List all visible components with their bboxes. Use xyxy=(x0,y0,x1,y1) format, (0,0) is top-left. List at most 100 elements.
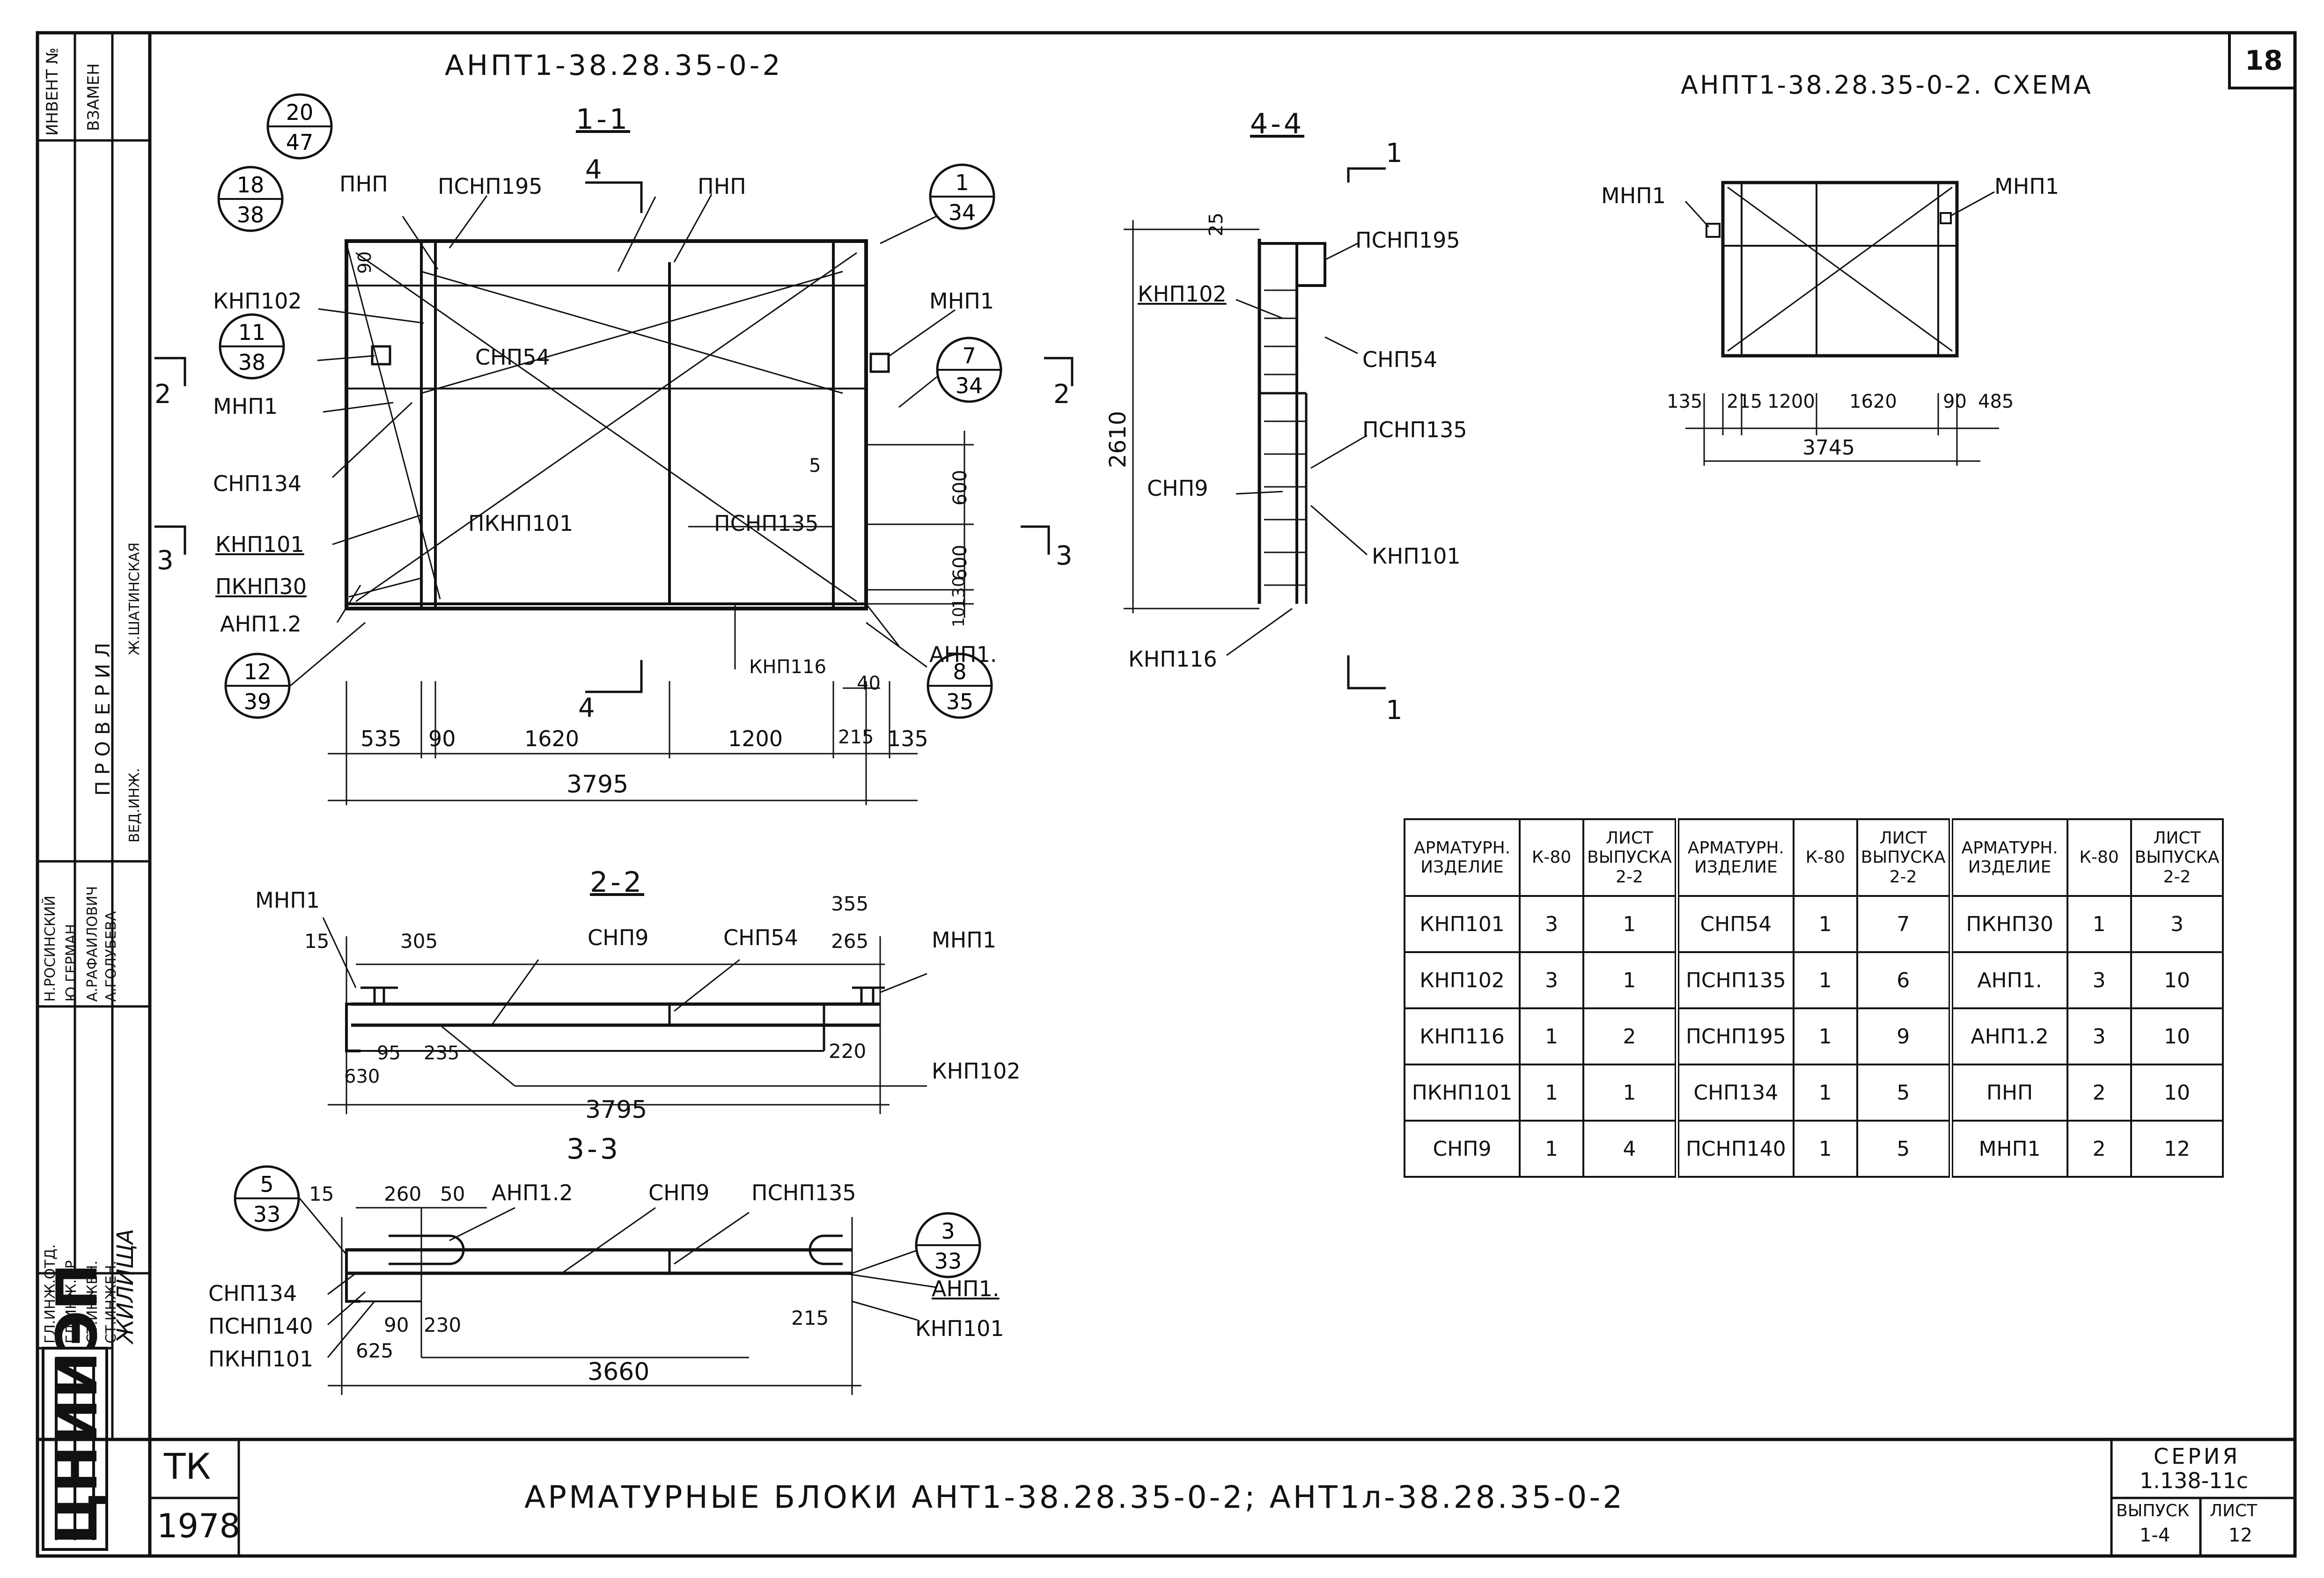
dim-22-235: 235 xyxy=(424,1042,460,1064)
series-label: СЕРИЯ xyxy=(2154,1444,2241,1469)
spec-header-cell: ЛИСТ ВЫПУСКА 2-2 xyxy=(2130,818,2224,897)
spec-cell: ПНП xyxy=(1948,1064,2068,1122)
spec-cell: 1 xyxy=(1792,951,1858,1009)
spec-cell: 3 xyxy=(1519,895,1584,953)
spec-cell: 1 xyxy=(1582,1064,1678,1122)
stamp-name-2: Ю.ГЕРМАН xyxy=(63,924,80,1002)
dim-33-230: 230 xyxy=(424,1314,462,1336)
label-snp134-main: СНП134 xyxy=(213,471,302,496)
dim-33-215: 215 xyxy=(791,1306,829,1329)
spec-cell: 1 xyxy=(1792,1064,1858,1122)
label-knp102-22: КНП102 xyxy=(932,1058,1021,1084)
label-mnp1-left-main: МНП1 xyxy=(213,394,278,419)
reference-circle: 533 xyxy=(234,1165,300,1232)
dim-22-220: 220 xyxy=(829,1040,867,1063)
cut-2-right: 2 xyxy=(1053,379,1070,410)
label-knp116-44: КНП116 xyxy=(1128,646,1217,672)
label-knp101-44: КНП101 xyxy=(1372,543,1461,569)
cut-4-bottom: 4 xyxy=(578,693,595,723)
dim-22-305: 305 xyxy=(400,930,438,953)
spec-header-cell: АРМАТУРН. ИЗДЕЛИЕ xyxy=(1674,818,1794,897)
label-mnp1-scheme-right: МНП1 xyxy=(1994,174,2059,199)
spec-cell: 9 xyxy=(1856,1007,1952,1065)
spec-cell: КНП101 xyxy=(1404,895,1521,953)
reference-numerator: 7 xyxy=(962,343,976,368)
spec-cell: 1 xyxy=(2066,895,2132,953)
label-knp101-33: КНП101 xyxy=(915,1316,1004,1341)
reference-denominator: 33 xyxy=(253,1202,281,1227)
label-psnp135-44: ПСНП135 xyxy=(1362,417,1467,442)
reference-denominator: 47 xyxy=(286,130,314,155)
label-pknp101-main: ПКНП101 xyxy=(468,511,574,536)
dim-1620: 1620 xyxy=(524,726,580,751)
reference-circle: 134 xyxy=(929,163,995,230)
stamp-role-5: ВЕД.ИНЖ. xyxy=(126,768,143,843)
reference-numerator: 5 xyxy=(260,1172,273,1197)
reference-denominator: 34 xyxy=(949,200,976,225)
dim-25: 25 xyxy=(1206,213,1227,236)
reference-denominator: 33 xyxy=(934,1248,962,1274)
spec-header-cell: ЛИСТ ВЫПУСКА 2-2 xyxy=(1582,818,1678,897)
cut-2-left: 2 xyxy=(154,379,171,410)
dim-1200: 1200 xyxy=(728,726,783,751)
reference-numerator: 8 xyxy=(953,659,966,684)
dim-90-top: 90 xyxy=(354,251,375,274)
dim-22-265: 265 xyxy=(831,930,869,953)
spec-cell: 10 xyxy=(2130,951,2224,1009)
dim-10: 10 xyxy=(949,607,968,627)
dim-33-50: 50 xyxy=(440,1182,465,1205)
spec-cell: АНП1.2 xyxy=(1948,1007,2068,1065)
section-4-4-title: 4-4 xyxy=(1250,108,1304,140)
dim-3795-main: 3795 xyxy=(566,771,629,799)
label-psnp195-44: ПСНП195 xyxy=(1355,228,1460,253)
dim-215: 215 xyxy=(838,727,874,748)
spec-cell: 12 xyxy=(2130,1120,2224,1178)
spec-cell: ПКНП101 xyxy=(1404,1064,1521,1122)
label-snp54-main: СНП54 xyxy=(475,345,550,370)
dim-22-15: 15 xyxy=(304,930,330,953)
dim-scheme-3745: 3745 xyxy=(1802,436,1855,460)
stamp-name-4: А.ГОЛУБЕВА xyxy=(103,911,119,1002)
stamp-checked-by: Ж.ШАТИНСКАЯ xyxy=(126,542,143,655)
label-snp9-33: СНП9 xyxy=(648,1180,710,1205)
label-anp12-33: АНП1.2 xyxy=(492,1180,573,1205)
spec-cell: 5 xyxy=(1856,1064,1952,1122)
label-snp54-22: СНП54 xyxy=(723,925,798,950)
dim-scheme-485: 485 xyxy=(1978,391,2014,412)
reference-numerator: 18 xyxy=(237,172,265,198)
spec-cell: 2 xyxy=(2066,1064,2132,1122)
spec-header-cell: К-80 xyxy=(1792,818,1858,897)
label-knp102-44: КНП102 xyxy=(1138,281,1227,307)
label-mnp1-right-main: МНП1 xyxy=(929,288,994,314)
reference-denominator: 39 xyxy=(244,689,272,714)
spec-cell: ПКНП30 xyxy=(1948,895,2068,953)
label-mnp1-22-right: МНП1 xyxy=(932,927,997,953)
dim-40: 40 xyxy=(857,673,881,694)
spec-cell: 10 xyxy=(2130,1007,2224,1065)
label-psnp195-main: ПСНП195 xyxy=(438,174,543,199)
cut-1-bottom: 1 xyxy=(1386,695,1403,726)
reference-denominator: 34 xyxy=(956,373,983,398)
spec-cell: СНП9 xyxy=(1404,1120,1521,1178)
label-psnp135-main: ПСНП135 xyxy=(714,511,819,536)
cut-4-top: 4 xyxy=(585,154,602,185)
dim-33-625: 625 xyxy=(356,1339,394,1362)
spec-header-cell: К-80 xyxy=(2066,818,2132,897)
spec-header-cell: АРМАТУРН. ИЗДЕЛИЕ xyxy=(1948,818,2068,897)
dim-90: 90 xyxy=(428,726,456,751)
spec-header-cell: К-80 xyxy=(1519,818,1584,897)
label-anp1-33: АНП1. xyxy=(932,1276,1000,1301)
dim-600-b: 600 xyxy=(949,544,971,580)
spec-cell: 1 xyxy=(1519,1120,1584,1178)
dim-600-a: 600 xyxy=(949,470,971,506)
dim-22-95: 95 xyxy=(377,1042,401,1064)
label-mnp1-22-left: МНП1 xyxy=(255,888,320,913)
institute-logo: ЦНИИЭП xyxy=(45,1263,110,1545)
label-pknp30-main: ПКНП30 xyxy=(215,574,307,599)
reference-denominator: 38 xyxy=(237,202,265,228)
label-anp12-main: АНП1.2 xyxy=(220,611,302,637)
org-tag: ТК xyxy=(164,1446,211,1487)
